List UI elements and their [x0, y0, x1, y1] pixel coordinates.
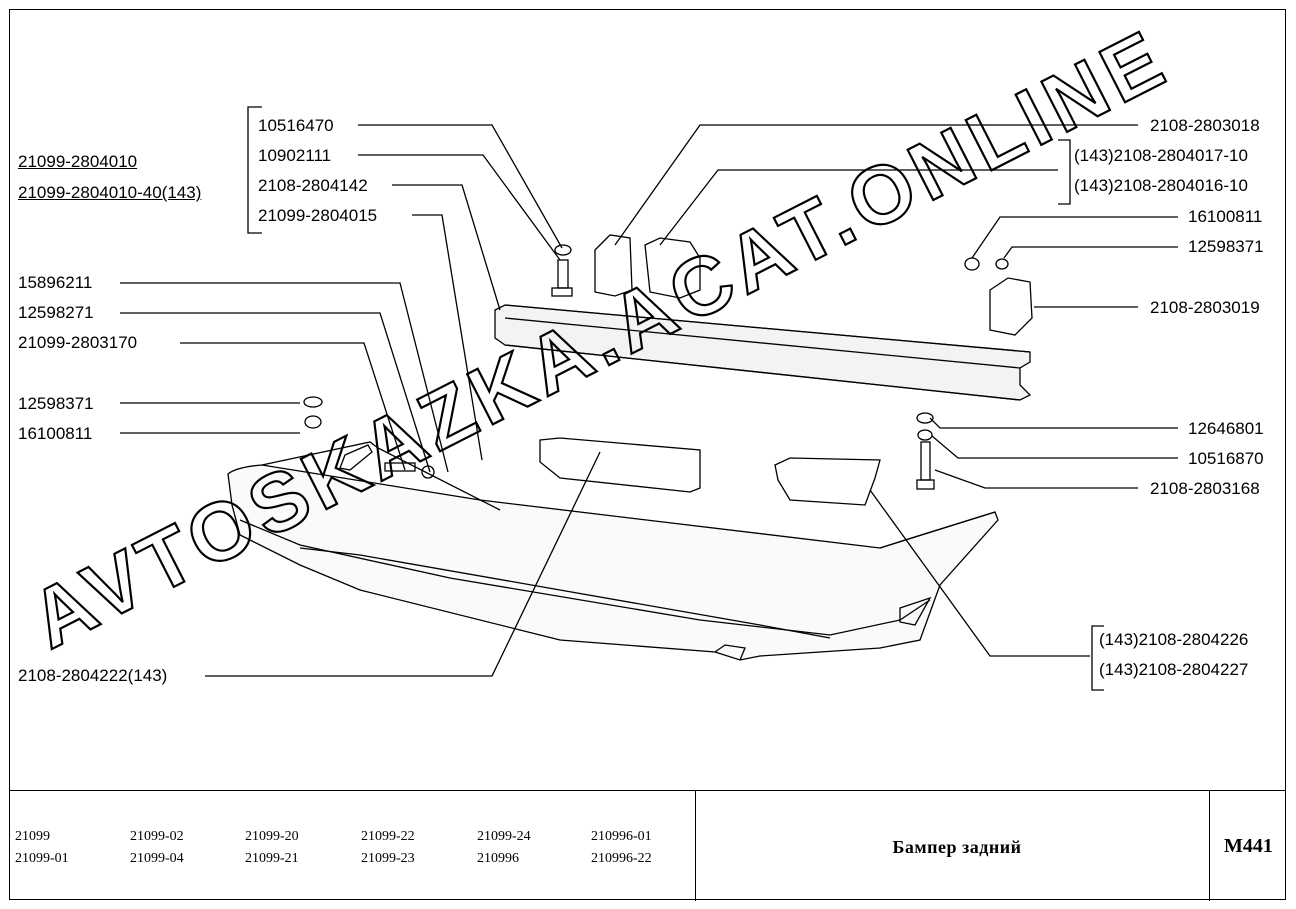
part-label: 21099-2804015 — [258, 206, 378, 225]
left-bracket — [247, 106, 262, 234]
part-label: 10902111 — [258, 146, 332, 165]
model-code: 210996-22 — [591, 851, 652, 866]
part-label: (143)2108-2804226 — [1099, 630, 1249, 649]
leader-lines — [120, 124, 1178, 677]
model-code: 210996-01 — [591, 829, 652, 844]
part-label: 12598371 — [18, 394, 94, 413]
part-label: 21099-2803170 — [18, 333, 138, 352]
model-code: 21099 — [15, 829, 50, 844]
right-bracket-bottom — [1091, 625, 1104, 691]
part-label: 2108-2803018 — [1150, 116, 1260, 135]
part-label: 10516470 — [258, 116, 334, 135]
group-label-variant-text: 21099-2804010-40(143) — [18, 183, 202, 202]
model-code: 21099-21 — [245, 851, 299, 866]
group-label: 21099-2804010 — [18, 152, 138, 171]
part-label: 2108-2804222(143) — [18, 666, 168, 685]
drawing-title: Бампер задний — [892, 837, 1022, 857]
part-label: 2108-2804142 — [258, 176, 368, 195]
part-label: (143)2108-2804017-10 — [1074, 146, 1248, 165]
model-code: 21099-01 — [15, 851, 69, 866]
footer-divider — [1209, 791, 1210, 901]
model-code: 21099-02 — [130, 829, 184, 844]
group-label-variant: 21099-2804010-40(143) — [18, 183, 201, 203]
part-label: 15896211 — [18, 273, 93, 292]
fasteners — [303, 244, 1009, 490]
part-label: (143)2108-2804227 — [1099, 660, 1249, 679]
part-label: 2108-2803019 — [1150, 298, 1260, 317]
part-label: 16100811 — [18, 424, 93, 443]
left-bracket-parts — [594, 234, 701, 299]
model-code: 210996 — [477, 851, 519, 866]
model-code: 21099-20 — [245, 829, 299, 844]
part-label: (143)2108-2804016-10 — [1074, 176, 1248, 195]
model-code: 21099-22 — [361, 829, 415, 844]
drawing-frame — [9, 9, 1286, 900]
model-code: 21099-04 — [130, 851, 184, 866]
part-label: 12598371 — [1188, 237, 1264, 256]
model-code: 21099-23 — [361, 851, 415, 866]
center-pad-shape — [539, 437, 701, 493]
part-label: 12598271 — [18, 303, 94, 322]
right-bracket-top — [1058, 139, 1071, 205]
part-label: 12646801 — [1188, 419, 1264, 438]
drawing-code: M441 — [1224, 835, 1273, 857]
model-code: 21099-24 — [477, 829, 531, 844]
part-label: 16100811 — [1188, 207, 1263, 226]
title-block: 21099 21099-01 21099-02 21099-04 21099-2… — [9, 790, 1286, 901]
right-pad-shape — [774, 457, 881, 506]
part-label: 2108-2803168 — [1150, 479, 1260, 498]
right-bracket-part — [989, 277, 1033, 336]
footer-divider — [695, 791, 696, 901]
rear-bumper-shape — [227, 441, 999, 661]
bumper-beam-shape — [494, 304, 1032, 401]
part-label: 10516870 — [1188, 449, 1264, 468]
